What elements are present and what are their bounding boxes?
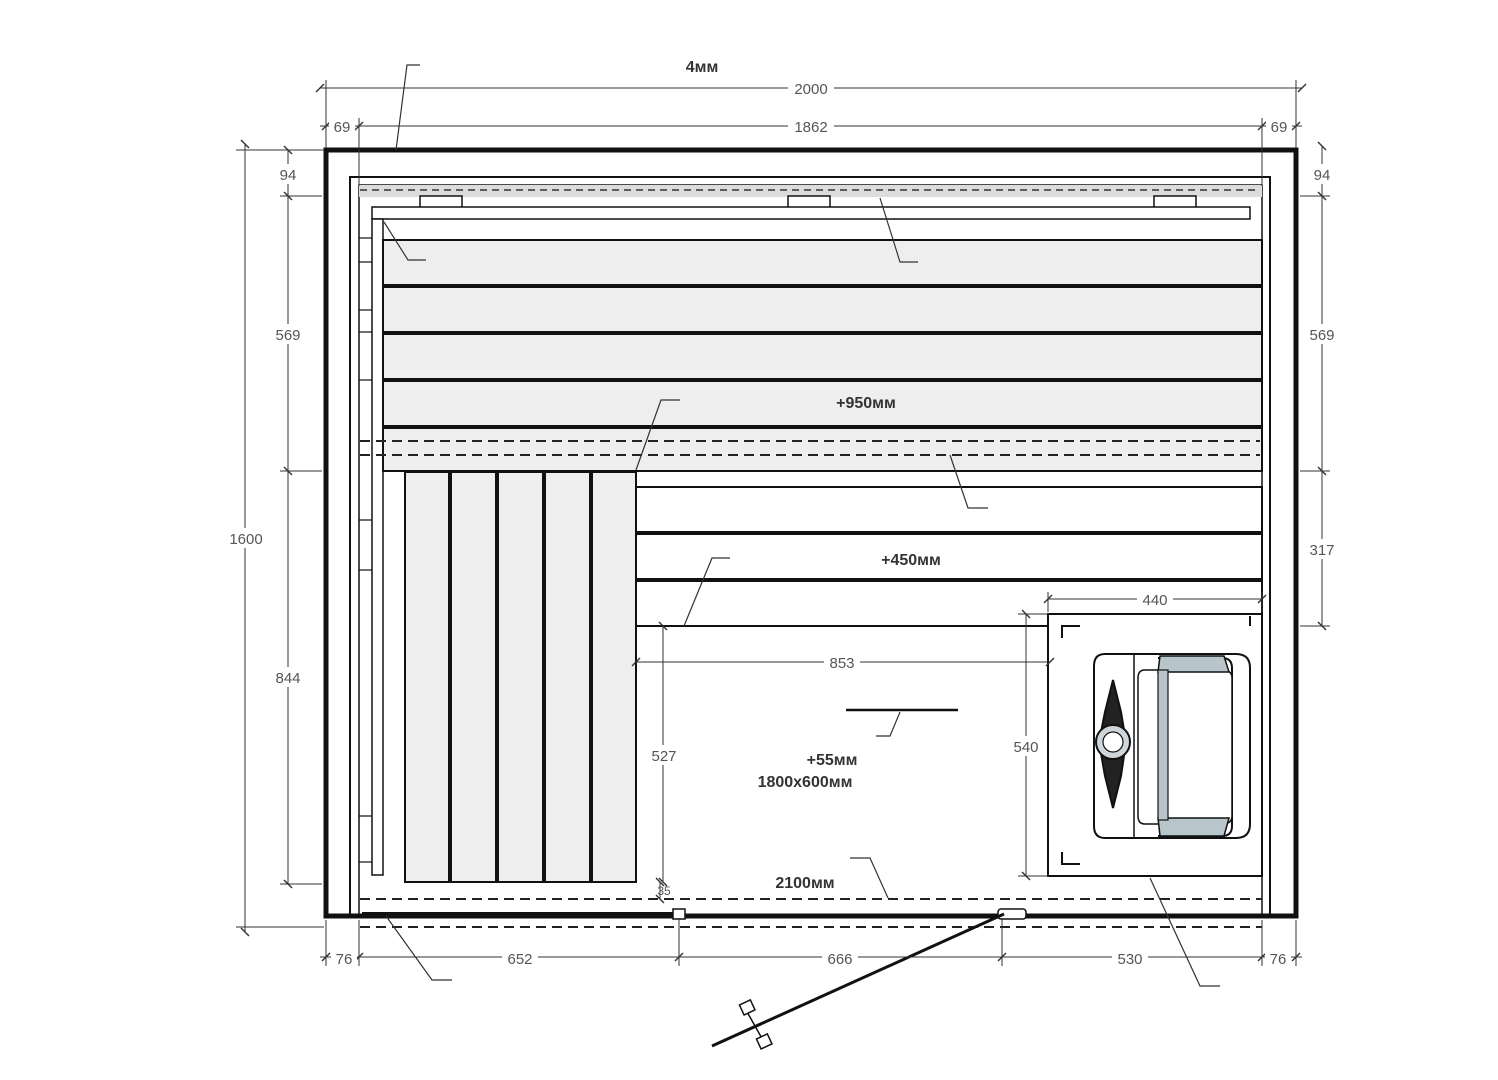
leader-upper-dash [949,454,988,509]
dim-inner-width: 1862 [794,119,827,136]
l-bench-board-1 [404,471,450,883]
upper-bench-board-3 [382,333,1263,380]
heater-corner-bl [1061,852,1080,865]
l-bench-board-4 [544,471,591,883]
dim-total-height: 1600 [229,531,262,548]
dim-right-wall: 69 [1271,119,1288,136]
l-bench-board-2 [450,471,497,883]
left-backrest-rail [371,218,384,876]
door-handle [738,998,773,1050]
bench-supports [419,195,1197,209]
lower-bench-board-1 [635,486,1263,533]
label-door-height: 2100мм [775,875,834,892]
leader-top-wall [395,64,420,151]
dim-left-lower: 844 [275,670,300,687]
leader-door [850,857,889,899]
leader-bench-edge [635,399,680,471]
ceiling-strip [359,185,1262,197]
l-bench-board-5 [591,471,637,883]
dim-heater-depth: 540 [1013,739,1038,756]
label-lower-bench: +450мм [881,552,941,569]
label-upper-bench: +950мм [836,395,896,412]
door-hinge-right [997,908,1027,920]
l-bench-board-3 [497,471,544,883]
leader-heater [1149,877,1220,987]
dim-gap: 35 [657,884,671,898]
dim-bottom-right: 76 [1270,951,1287,968]
dim-bottom-door: 666 [827,951,852,968]
stone-tray [1137,669,1233,825]
dim-bottom-left: 76 [336,951,353,968]
upper-bench-board-2 [382,286,1263,333]
door-leaf [711,912,1005,1048]
upper-bench-board-5 [382,427,1263,472]
dim-floor-width: 853 [829,655,854,672]
stones-side [1157,669,1169,821]
bench-support-3 [1153,195,1197,209]
dim-top-right: 94 [1314,167,1331,184]
dim-left-upper: 569 [275,327,300,344]
lower-bench-board-2 [635,533,1263,580]
dim-bottom-bench: 652 [507,951,532,968]
dim-right-mid: 317 [1309,542,1334,559]
dim-right-upper: 569 [1309,327,1334,344]
leader-glass [385,915,452,981]
upper-bench-board-4 [382,380,1263,427]
stones-bottom [1157,817,1230,837]
bench-support-1 [419,195,463,209]
upper-bench-board-1 [382,239,1263,286]
heater-dial [1102,731,1124,753]
leader-backrest [383,221,426,261]
front-glass [362,908,1027,1050]
glass-hinge-left [672,908,686,920]
label-floor-level: +55мм [807,752,858,769]
heater [1047,613,1263,877]
dim-overall-width: 2000 [794,81,827,98]
outer-wall [323,147,1299,919]
door-handle-knob-top [738,998,756,1016]
dim-top-left: 94 [280,167,297,184]
dim-bottom-heater: 530 [1117,951,1142,968]
backrest-rail [371,206,1251,220]
annotations: 4мм +950мм +450мм +55мм 1800х600мм 2100м… [686,59,941,892]
leader-ceiling-strip [879,197,918,263]
dim-floor-depth: 527 [651,748,676,765]
leader-lines [383,64,1220,987]
left-rail-ticks [359,237,372,863]
leader-floor [876,711,901,737]
label-floor-size: 1800х600мм [758,774,853,791]
label-top: 4мм [686,59,719,76]
lower-bench [635,486,1263,627]
dim-left-wall: 69 [334,119,351,136]
heater-corner-tl [1061,625,1080,638]
dim-heater-width: 440 [1142,592,1167,609]
dimension-values: 2000 69 1862 69 1600 94 569 844 94 569 3… [226,78,1340,968]
bench-support-2 [787,195,831,209]
upper-bench [382,239,1263,472]
door-handle-knob-bottom [755,1032,773,1050]
inner-wall [349,176,1271,916]
leader-lower-bench [683,557,730,627]
l-bench [404,471,637,883]
stones-top [1157,655,1231,673]
